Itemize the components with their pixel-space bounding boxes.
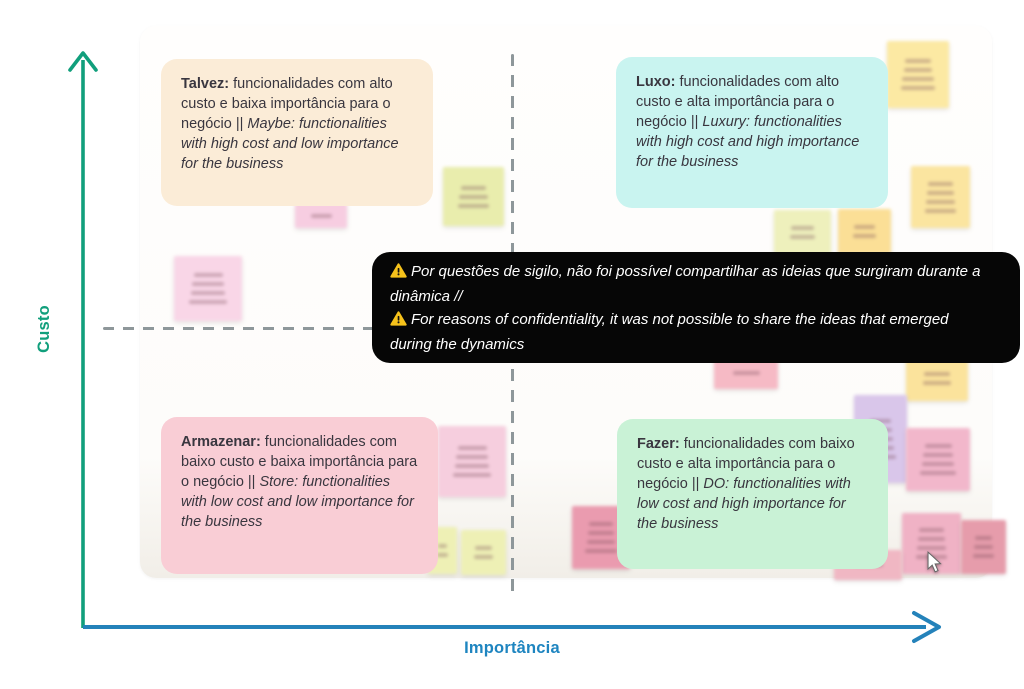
sticky-note <box>461 530 506 575</box>
confidentiality-note-en: For reasons of confidentiality, it was n… <box>390 310 949 353</box>
x-axis-label: Importância <box>464 639 560 657</box>
quadrant-description-en: Luxury: functionalities with high cost a… <box>636 114 860 170</box>
quadrant-label-luxury: Luxo: funcionalidades com alto custo e a… <box>616 57 888 208</box>
mouse-cursor <box>927 551 942 573</box>
sticky-note <box>438 426 506 497</box>
sticky-note <box>774 210 831 255</box>
warning-triangle-icon <box>390 262 407 285</box>
warning-triangle-icon <box>390 310 407 333</box>
sticky-note <box>906 428 970 491</box>
quadrant-term: Armazenar: <box>181 434 261 450</box>
quadrant-description-pt: funcionalidades com baixo custo e alta i… <box>637 436 855 492</box>
quadrant-term: Luxo: <box>636 74 676 90</box>
sticky-note <box>887 41 949 108</box>
quadrant-description-pt: funcionalidades com alto custo e alta im… <box>636 74 840 130</box>
confidentiality-note: Por questões de sigilo, não foi possível… <box>372 252 1020 363</box>
quadrant-description-pt: funcionalidades com alto custo e baixa i… <box>181 76 393 132</box>
confidentiality-note-pt: Por questões de sigilo, não foi possível… <box>390 262 981 305</box>
quadrant-term: Fazer: <box>637 436 680 452</box>
sticky-note <box>906 356 968 401</box>
sticky-note <box>838 209 891 254</box>
quadrant-label-do: Fazer: funcionalidades com baixo custo e… <box>617 419 888 569</box>
sticky-note <box>961 520 1006 574</box>
quadrant-description-en: DO: functionalities with low cost and hi… <box>637 476 851 532</box>
quadrant-term: Talvez: <box>181 76 230 92</box>
quadrant-description-en: Maybe: functionalities with high cost an… <box>181 116 399 172</box>
quadrant-description-pt: funcionalidades com baixo custo e baixa … <box>181 434 418 490</box>
sticky-note <box>174 256 242 321</box>
sticky-note <box>911 166 970 228</box>
quadrant-description-en: Store: functionalities with low cost and… <box>181 474 414 530</box>
sticky-note <box>443 167 504 226</box>
y-axis-label: Custo <box>35 305 53 353</box>
quadrant-label-store: Armazenar: funcionalidades com baixo cus… <box>161 417 438 574</box>
sticky-note <box>295 203 347 228</box>
quadrant-label-maybe: Talvez: funcionalidades com alto custo e… <box>161 59 433 206</box>
